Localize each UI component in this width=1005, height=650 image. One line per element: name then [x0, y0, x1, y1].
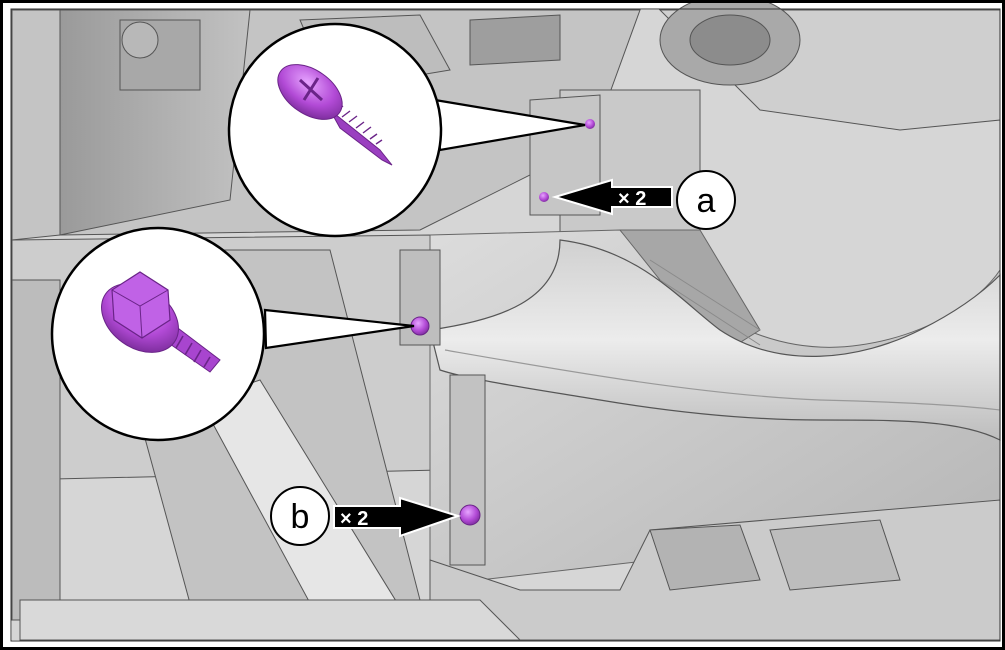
- callout-b: × 2 b: [270, 486, 462, 546]
- bolt-magnifier: [50, 226, 266, 442]
- console-armrest: [429, 239, 1001, 441]
- tapping-screw-icon: [277, 64, 393, 166]
- callout-a-quantity: × 2: [618, 188, 646, 210]
- callout-a: × 2 a: [551, 170, 736, 230]
- inner-border: [10, 8, 1001, 642]
- callout-a-circle: [676, 170, 736, 230]
- callout-b-circle: [270, 486, 330, 546]
- callout-b-letter: b: [291, 498, 310, 536]
- callout-a-letter: a: [697, 182, 716, 220]
- arrow-left-icon: [551, 178, 673, 216]
- arrow-right-icon: [333, 496, 462, 538]
- installed-screw-a-upper: [585, 119, 595, 129]
- screw-magnifier: [227, 22, 443, 238]
- flange-bolt-icon: [101, 271, 221, 373]
- floor-console: [19, 499, 1001, 641]
- installed-bolt-b-lower: [459, 504, 481, 526]
- callout-b-quantity: × 2: [340, 508, 368, 530]
- installed-screw-a-lower: [539, 192, 549, 202]
